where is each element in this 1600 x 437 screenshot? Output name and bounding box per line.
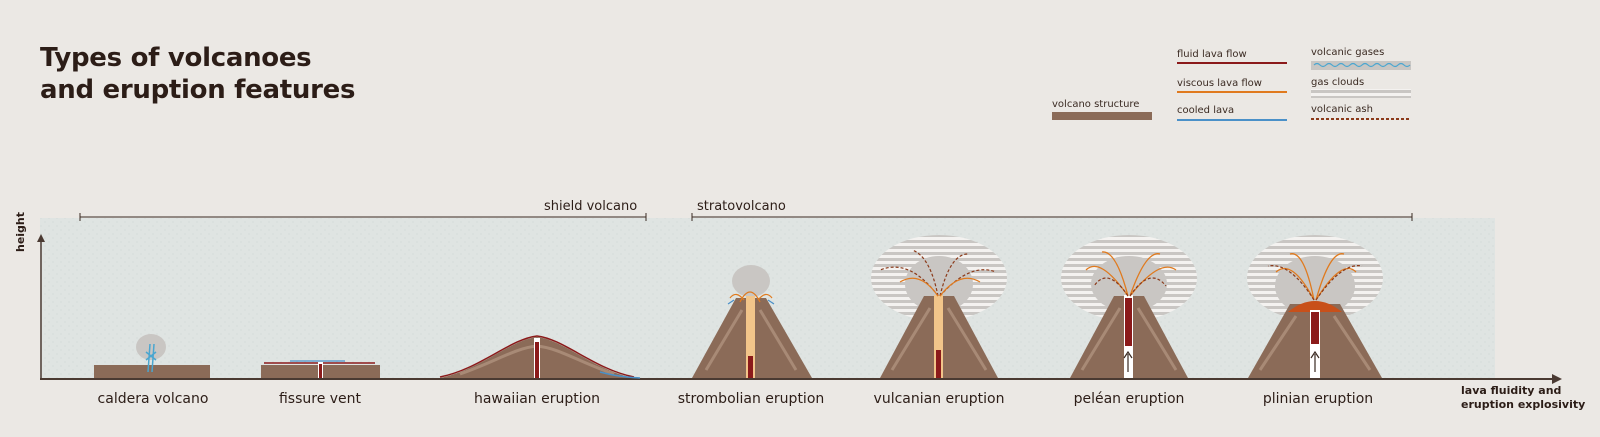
pelean-ash: [1093, 277, 1167, 297]
type-label-hawaiian: hawaiian eruption: [473, 391, 601, 407]
range-brackets: [79, 213, 1413, 221]
title-line-1: Types of volcanoes: [40, 43, 312, 73]
strombolian-eruption-graphic: [692, 265, 812, 378]
plinian-ash: [1267, 265, 1363, 301]
caldera-volcano-graphic: [94, 334, 210, 378]
legend-gasclouds-label: gas clouds: [1311, 77, 1365, 88]
x-axis-label: lava fluidity and eruption explosivity: [1461, 384, 1585, 412]
legend-gases-wave: [1313, 62, 1411, 68]
hawaiian-magma: [535, 342, 539, 378]
vulcanian-eruption-graphic: [871, 235, 1007, 378]
vulcanian-layer: [890, 307, 988, 371]
type-label-pelean: peléan eruption: [1073, 391, 1185, 407]
hawaiian-eruption-graphic: [439, 335, 641, 379]
type-label-strombolian: strombolian eruption: [677, 391, 825, 407]
y-axis-label: height: [14, 211, 27, 252]
pelean-up-arrow: [1123, 350, 1133, 372]
legend-cooled-label: cooled lava: [1177, 105, 1235, 116]
legend-gases-label: volcanic gases: [1311, 47, 1385, 58]
plinian-magma: [1311, 312, 1319, 344]
legend-viscous-label: viscous lava flow: [1177, 78, 1262, 89]
hawaiian-fluid-lava: [439, 335, 635, 378]
strato-bracket: [691, 213, 1413, 221]
page-title: Types of volcanoes and eruption features: [40, 42, 355, 106]
shield-volcano-label: shield volcano: [544, 199, 638, 214]
y-axis-arrow: [37, 234, 45, 242]
legend-structure-label: volcano structure: [1052, 99, 1140, 110]
legend-structure-swatch: [1052, 112, 1152, 120]
legend-gasclouds-swatch: [1311, 89, 1411, 98]
type-label-vulcanian: vulcanian eruption: [873, 391, 1005, 407]
pelean-ash-cloud: [1091, 256, 1167, 312]
strombolian-magma: [748, 356, 753, 378]
strombolian-fluid-lava: [729, 291, 773, 303]
pelean-magma: [1125, 298, 1132, 346]
caldera-gas: [145, 343, 157, 373]
plinian-layer: [1258, 315, 1372, 371]
vulcanian-ash-cloud: [905, 256, 973, 312]
vulcanian-viscous-lava: [899, 277, 981, 297]
fissure-magma: [319, 364, 322, 378]
pelean-layer: [1080, 307, 1178, 371]
vulcanian-magma: [936, 350, 941, 378]
plinian-ash-cloud: [1275, 256, 1355, 316]
x-axis-arrow: [1552, 374, 1562, 384]
plinian-up-arrow: [1310, 350, 1320, 372]
legend-ash-label: volcanic ash: [1311, 104, 1373, 115]
type-label-caldera: caldera volcano: [97, 391, 209, 407]
plinian-eruption-graphic: [1247, 235, 1383, 378]
type-label-plinian: plinian eruption: [1262, 391, 1374, 407]
caldera-gas-cloud: [136, 334, 166, 360]
vulcanian-conduit: [934, 295, 943, 378]
hawaiian-cooled-lava: [599, 371, 641, 379]
title-line-2: and eruption features: [40, 75, 356, 105]
plinian-lava-dome: [1288, 301, 1342, 312]
pelean-viscous-lava: [1085, 251, 1177, 297]
plinian-viscous-lava: [1275, 253, 1357, 301]
x-axis-label-line-1: lava fluidity and: [1461, 384, 1562, 397]
legend-fluid-label: fluid lava flow: [1177, 49, 1247, 60]
type-label-fissure: fissure vent: [278, 391, 362, 407]
strombolian-layer: [704, 309, 798, 371]
strombolian-cooled: [727, 299, 775, 305]
stratovolcano-label: stratovolcano: [697, 199, 786, 214]
strombolian-gas-cloud: [732, 265, 770, 297]
axes: [37, 234, 1562, 384]
x-axis-label-line-2: eruption explosivity: [1461, 398, 1586, 411]
pelean-eruption-graphic: [1061, 235, 1197, 378]
strombolian-conduit: [746, 296, 755, 378]
legend-swatches: [1052, 61, 1411, 121]
shield-bracket: [79, 213, 647, 221]
fissure-vent-graphic: [261, 360, 380, 378]
